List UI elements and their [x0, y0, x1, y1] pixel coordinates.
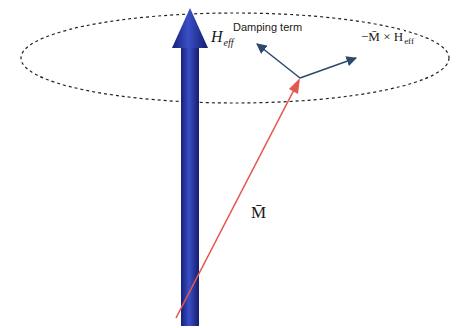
damping-label: Damping term	[232, 21, 303, 33]
field-symbol: H	[210, 28, 224, 46]
field-arrow-shaft	[181, 46, 199, 326]
precession-subscript: eff	[403, 37, 415, 47]
magnetization-label: M̄	[250, 204, 267, 223]
precession-vector	[300, 58, 356, 78]
magnetization-head	[289, 78, 300, 94]
field-arrow-head	[172, 8, 208, 48]
field-subscript: eff	[223, 37, 235, 48]
precession-label: −M̄ × H	[360, 30, 404, 44]
precession-orbit	[21, 13, 449, 103]
damping-vector	[257, 44, 300, 78]
magnetization-vector	[176, 86, 296, 318]
